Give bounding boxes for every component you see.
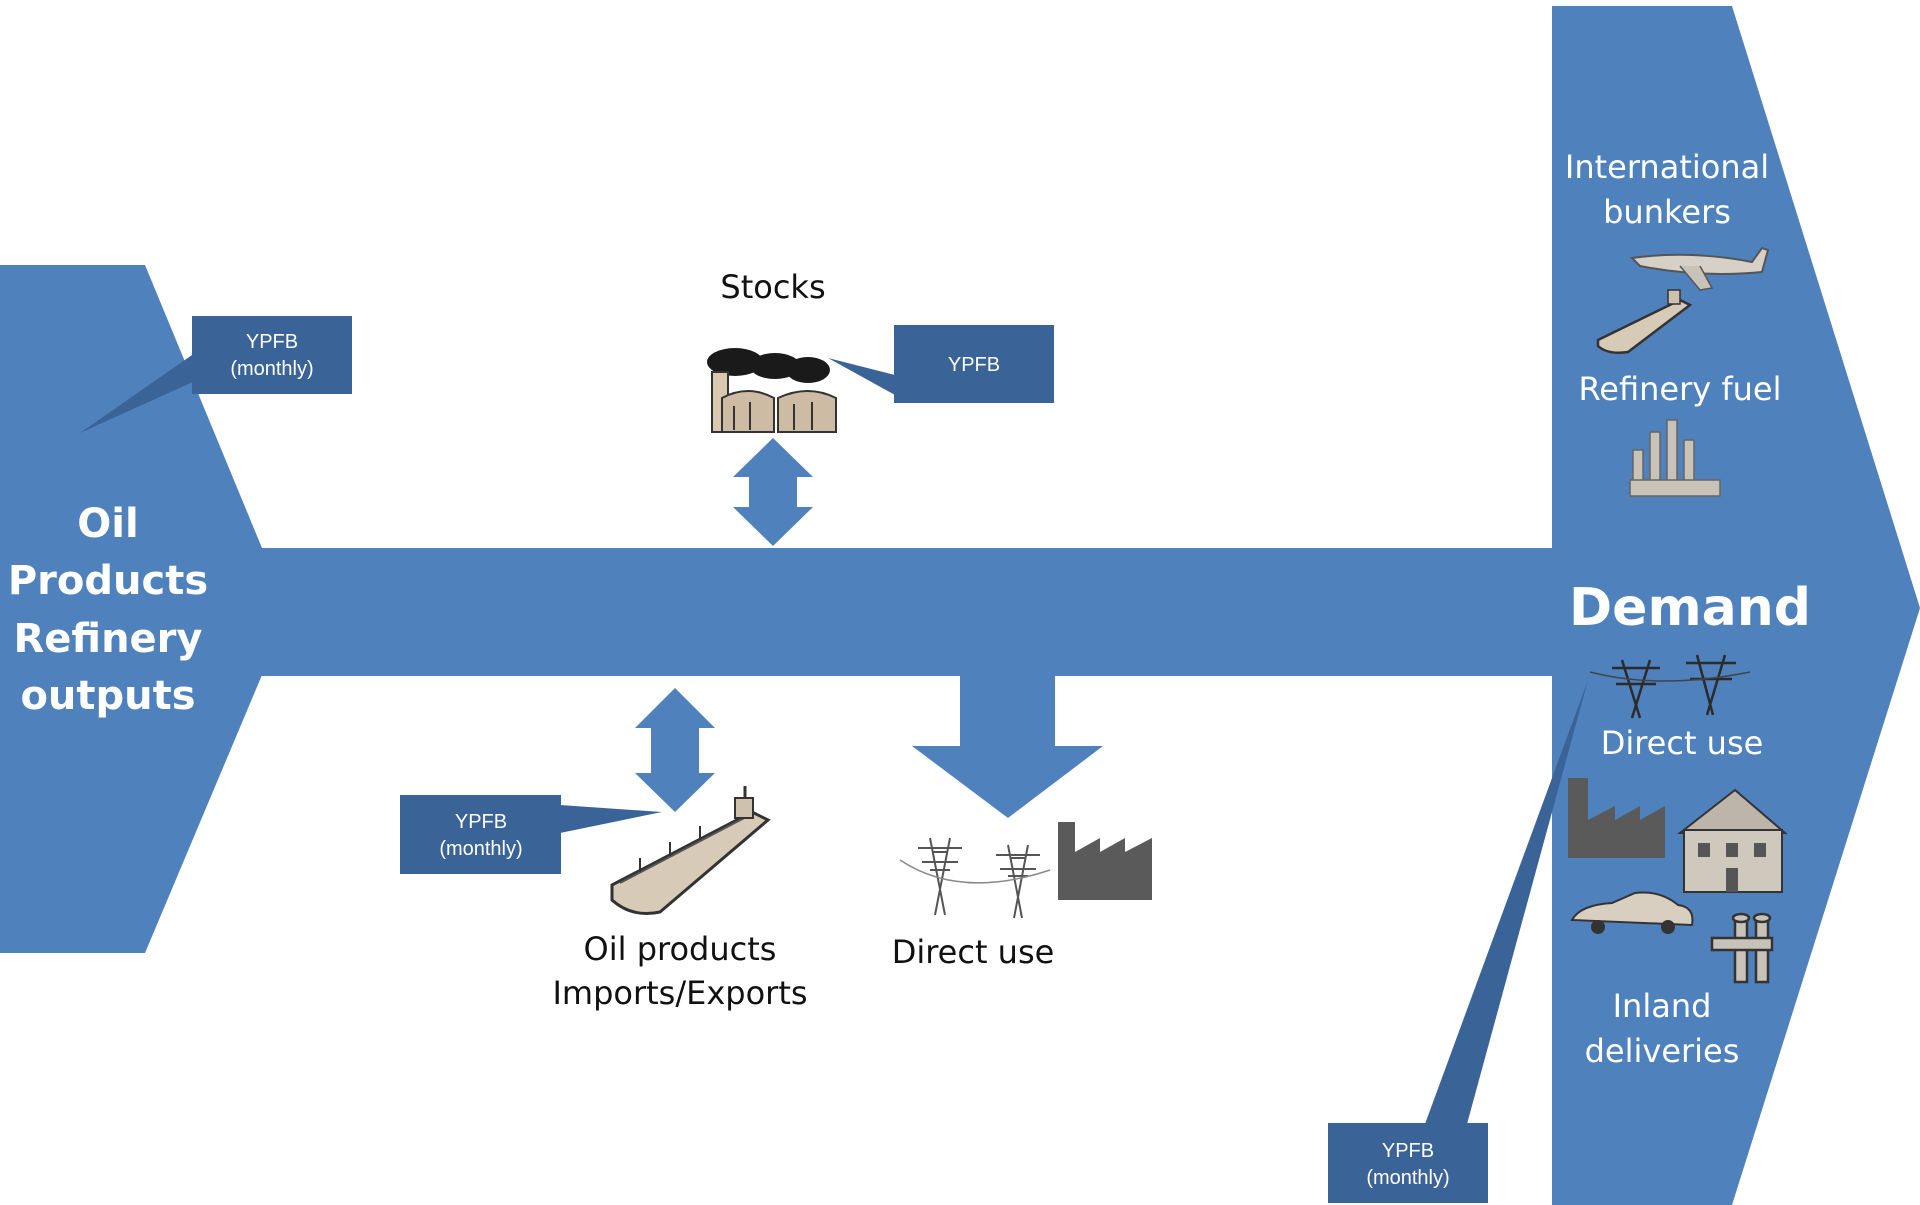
- house-icon: [1677, 788, 1788, 893]
- source-line: outputs: [20, 673, 195, 719]
- demand-callout: YPFB (monthly): [1328, 680, 1588, 1203]
- trade-line: Imports/Exports: [552, 974, 807, 1012]
- direct-use-demand-label: Direct use: [1601, 724, 1764, 762]
- stocks-callout: YPFB: [828, 325, 1054, 403]
- international-bunkers-label: International bunkers: [1565, 148, 1769, 231]
- direct-use-mid-label: Direct use: [892, 933, 1055, 971]
- inland-line: Inland: [1613, 987, 1712, 1025]
- main-flow-bar: [255, 548, 1557, 676]
- direct-use-down-arrow: [912, 676, 1103, 818]
- source-label: Oil Products Refinery outputs: [8, 501, 208, 719]
- trade-label: Oil products Imports/Exports: [552, 930, 807, 1012]
- factory-icon: [1058, 822, 1152, 900]
- bunkers-line: bunkers: [1603, 193, 1731, 231]
- airplane-icon: [1629, 246, 1770, 291]
- source-chevron: [0, 265, 262, 953]
- tanker-ship-icon: [610, 786, 771, 915]
- trade-double-arrow: [635, 688, 715, 812]
- callout-line: YPFB: [1382, 1140, 1434, 1162]
- bunkers-line: International: [1565, 148, 1769, 186]
- source-line: Products: [8, 558, 208, 604]
- car-icon: [1570, 891, 1694, 934]
- inland-deliveries-label: Inland deliveries: [1585, 987, 1740, 1070]
- source-line: Refinery: [14, 616, 203, 662]
- industrial-pipe-icon: [1710, 912, 1774, 984]
- callout-line: YPFB: [948, 354, 1000, 376]
- callout-line: (monthly): [230, 358, 313, 380]
- trade-line: Oil products: [584, 930, 777, 968]
- tanker-ship-icon: [1596, 289, 1693, 354]
- source-line: Oil: [77, 501, 138, 547]
- refinery-fuel-label: Refinery fuel: [1579, 370, 1782, 408]
- factory-icon: [1568, 778, 1665, 858]
- stocks-double-arrow: [733, 438, 813, 546]
- callout-line: (monthly): [1366, 1167, 1449, 1189]
- oil-storage-icon: [707, 348, 837, 433]
- demand-title: Demand: [1569, 578, 1811, 638]
- callout-line: (monthly): [439, 838, 522, 860]
- power-pylon-icon: [1589, 654, 1751, 719]
- callout-line: YPFB: [455, 811, 507, 833]
- trade-callout: YPFB (monthly): [400, 795, 662, 874]
- inland-line: deliveries: [1585, 1032, 1740, 1070]
- refinery-icon: [1629, 419, 1721, 497]
- power-pylon-icon: [899, 837, 1051, 919]
- stocks-label: Stocks: [720, 268, 825, 306]
- callout-line: YPFB: [246, 331, 298, 353]
- source-callout: YPFB (monthly): [80, 316, 352, 433]
